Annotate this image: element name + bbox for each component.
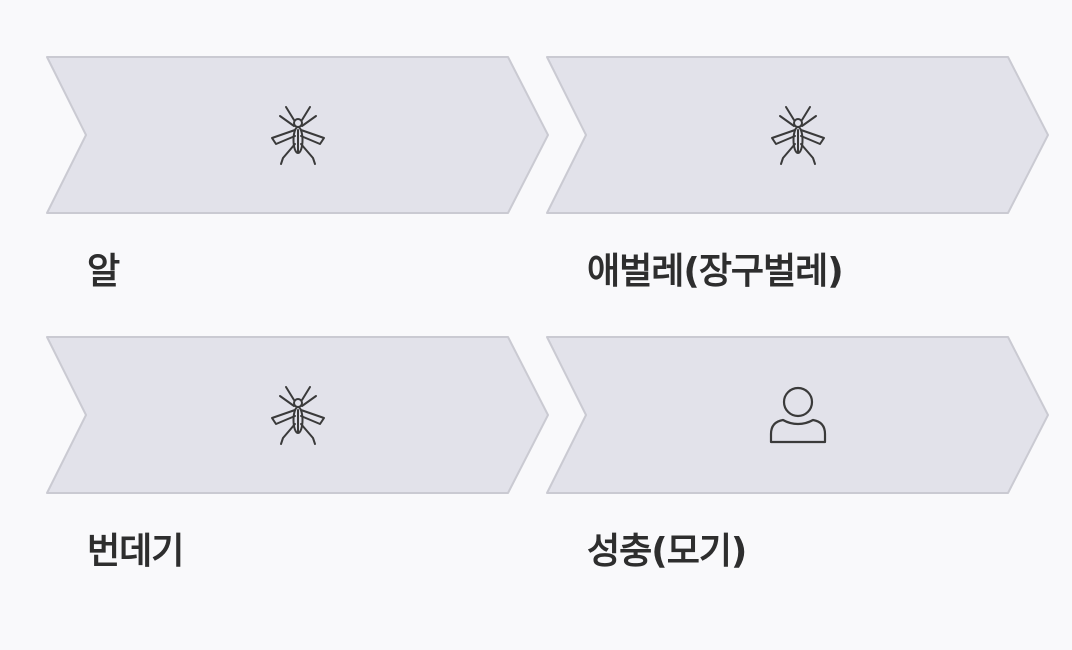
user-icon	[768, 384, 828, 446]
stage-label-adult: 성충(모기)	[587, 531, 747, 572]
stage-chevron-adult	[546, 336, 1050, 494]
stage-label-egg: 알	[87, 251, 120, 292]
stage-chevron-larva	[546, 56, 1050, 214]
stage-label-larva: 애벌레(장구벌레)	[587, 251, 844, 292]
mosquito-icon	[768, 104, 828, 166]
stage-chevron-pupa	[46, 336, 550, 494]
stage-chevron-egg	[46, 56, 550, 214]
mosquito-icon	[268, 104, 328, 166]
stage-label-pupa: 번데기	[87, 531, 184, 572]
mosquito-icon	[268, 384, 328, 446]
